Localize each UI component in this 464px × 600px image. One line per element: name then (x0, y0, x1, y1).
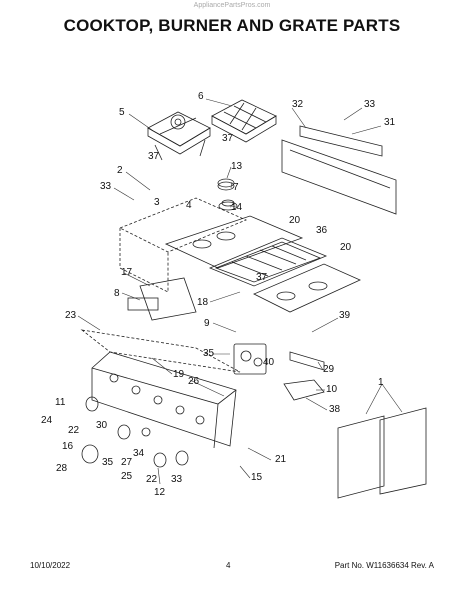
knobs[interactable] (81, 396, 189, 468)
griddle[interactable] (208, 237, 328, 287)
callout-30: 30 (96, 420, 108, 431)
callout-16: 16 (62, 441, 74, 452)
control-panel[interactable] (91, 351, 237, 449)
grate-right[interactable] (211, 99, 277, 143)
footer-page-number: 4 (226, 561, 231, 570)
page-title: COOKTOP, BURNER AND GRATE PARTS (63, 16, 401, 35)
callout-33b: 33 (100, 181, 112, 192)
control-box-frame (80, 329, 241, 373)
callout-23: 23 (65, 310, 77, 321)
callout-33c: 33 (171, 474, 183, 485)
callout-31: 31 (384, 117, 396, 128)
callout-34: 34 (133, 448, 145, 459)
callout-4: 4 (186, 200, 192, 211)
callout-18: 18 (197, 297, 209, 308)
ignition-module[interactable] (233, 343, 267, 375)
rear-trim[interactable] (281, 125, 397, 215)
callout-17: 17 (121, 267, 133, 278)
callout-37c: 37 (256, 272, 268, 283)
footer-part-number: Part No. W11636634 Rev. A (334, 561, 434, 570)
callout-37a: 37 (222, 133, 234, 144)
cooktop-left[interactable] (164, 215, 304, 269)
callout-40: 40 (263, 357, 275, 368)
burner-box-frame (119, 197, 248, 293)
callout-7: 7 (233, 182, 239, 193)
callout-38: 38 (329, 404, 341, 415)
callout-2: 2 (117, 165, 123, 176)
callout-26: 26 (188, 376, 200, 387)
callout-19: 19 (173, 369, 185, 380)
callout-20b: 20 (340, 242, 352, 253)
callout-20a: 20 (289, 215, 301, 226)
callout-24: 24 (41, 415, 53, 426)
callout-11: 11 (55, 397, 66, 408)
callout-15: 15 (251, 472, 263, 483)
footer-date: 10/10/2022 (30, 561, 71, 570)
callout-27: 27 (121, 457, 133, 468)
callout-12: 12 (154, 487, 166, 498)
side-panels[interactable] (337, 407, 427, 499)
callout-35a: 35 (203, 348, 215, 359)
callout-25: 25 (121, 471, 133, 482)
callout-8: 8 (114, 288, 120, 299)
callout-36: 36 (316, 225, 328, 236)
callout-39: 39 (339, 310, 351, 321)
callout-29: 29 (323, 364, 335, 375)
callout-22a: 22 (68, 425, 80, 436)
callout-32: 32 (292, 99, 304, 110)
callout-21: 21 (275, 454, 287, 465)
callout-10: 10 (326, 384, 338, 395)
callout-37b: 37 (148, 151, 160, 162)
burner-cap[interactable] (217, 178, 238, 211)
callout-33a: 33 (364, 99, 376, 110)
callout-35b: 35 (102, 457, 114, 468)
callout-6: 6 (198, 91, 204, 102)
callout-13: 13 (231, 161, 243, 172)
callout-1: 1 (378, 377, 384, 388)
callout-14: 14 (231, 202, 243, 213)
bracket-parts[interactable] (283, 351, 325, 401)
callout-28: 28 (56, 463, 68, 474)
leader-lines (77, 98, 403, 485)
watermark: AppliancePartsPros.com (193, 2, 271, 9)
callout-5: 5 (119, 107, 125, 118)
callout-3: 3 (154, 197, 160, 208)
grate-left[interactable] (147, 111, 211, 161)
callout-22b: 22 (146, 474, 158, 485)
electrode-rack[interactable] (127, 277, 197, 321)
cooktop-right[interactable] (253, 263, 361, 313)
callout-9: 9 (204, 318, 210, 329)
